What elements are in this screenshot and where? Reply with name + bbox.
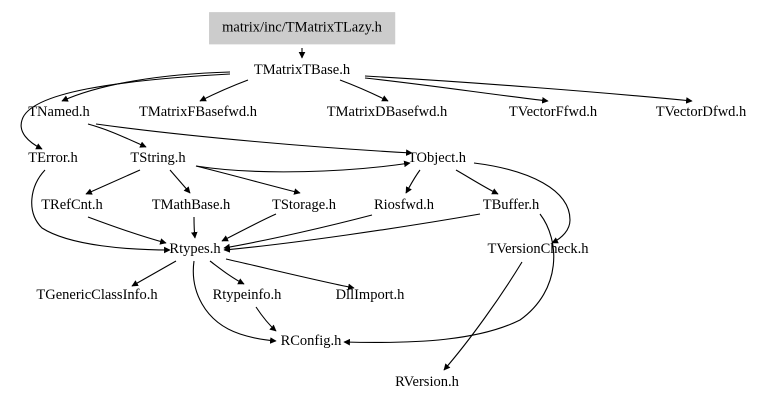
graph-edge-TVersionCheck-to-RVersion [443, 261, 523, 371]
graph-edge-TMatrixTBase-to-TVectorFfwd [364, 77, 549, 104]
graph-edge-TBuffer-to-RConfig [343, 213, 555, 346]
graph-edge-TRefCnt-to-Rtypes [87, 216, 167, 245]
graph-edge-Rtypes-to-Rtypeinfo [209, 260, 245, 285]
graph-edge-TString-to-TMathBase [169, 169, 191, 194]
graph-edge-TMathBase-to-Rtypes [190, 216, 198, 239]
graph-edge-Rtypes-to-RConfig [192, 260, 277, 344]
graph-node-DllImport[interactable]: DllImport.h [335, 286, 405, 303]
graph-node-TString[interactable]: TString.h [130, 149, 186, 166]
graph-node-TMatrixTLazy[interactable]: matrix/inc/TMatrixTLazy.h [209, 12, 395, 44]
graph-node-Riosfwd[interactable]: Riosfwd.h [373, 196, 435, 213]
graph-edge-TBuffer-to-Rtypes [223, 213, 481, 253]
graph-node-TBuffer[interactable]: TBuffer.h [482, 196, 540, 213]
edge-layer [20, 48, 693, 371]
graph-node-TMatrixDBasefwd[interactable]: TMatrixDBasefwd.h [326, 103, 448, 120]
graph-node-TVersionCheck[interactable]: TVersionCheck.h [487, 240, 589, 257]
graph-edge-TMatrixTBase-to-TVectorDfwd [364, 75, 693, 104]
graph-edge-TString-to-TStorage [195, 165, 301, 195]
graph-edge-TError-to-Rtypes [31, 169, 171, 254]
graph-edge-TMatrixTBase-to-TMatrixDBasefwd [339, 79, 389, 102]
graph-node-Rtypeinfo[interactable]: Rtypeinfo.h [212, 286, 282, 303]
graph-edge-TObject-to-TBuffer [455, 169, 499, 195]
graph-edge-TStorage-to-Rtypes [221, 213, 277, 242]
graph-node-TMathBase[interactable]: TMathBase.h [151, 196, 231, 213]
graph-node-TRefCnt[interactable]: TRefCnt.h [41, 196, 103, 213]
graph-node-TError[interactable]: TError.h [28, 149, 78, 166]
graph-node-Rtypes[interactable]: Rtypes.h [169, 240, 221, 257]
graph-node-TMatrixTBase[interactable]: TMatrixTBase.h [253, 61, 351, 78]
graph-node-RVersion[interactable]: RVersion.h [395, 373, 459, 390]
graph-node-TMatrixFBasefwd[interactable]: TMatrixFBasefwd.h [139, 103, 257, 120]
graph-edge-TNamed-to-TObject [95, 123, 413, 156]
graph-edge-TMatrixTBase-to-TError [20, 73, 231, 150]
graph-edge-TNamed-to-TString [87, 123, 147, 148]
graph-edge-TObject-to-Riosfwd [405, 169, 421, 194]
graph-edge-TString-to-TObject [195, 160, 411, 173]
graph-edge-TMatrixTBase-to-TMatrixFBasefwd [199, 79, 249, 102]
graph-node-TNamed[interactable]: TNamed.h [28, 103, 90, 120]
graph-edge-Rtypes-to-TGenericClassInfo [131, 260, 177, 287]
graph-node-TObject[interactable]: TObject.h [407, 149, 467, 166]
graph-node-TVectorFfwd[interactable]: TVectorFfwd.h [508, 103, 598, 120]
graph-edge-Rtypes-to-DllImport [225, 258, 355, 291]
graph-node-TVectorDfwd[interactable]: TVectorDfwd.h [655, 103, 747, 120]
graph-node-TGenericClassInfo[interactable]: TGenericClassInfo.h [36, 286, 158, 303]
graph-edge-Riosfwd-to-Rtypes [223, 214, 373, 251]
graph-node-TStorage[interactable]: TStorage.h [271, 196, 337, 213]
graph-edge-TObject-to-TVersionCheck [473, 162, 571, 244]
graph-edge-TMatrixTBase-to-TNamed [61, 71, 231, 102]
graph-edge-TString-to-TRefCnt [85, 169, 141, 195]
graph-edge-Rtypeinfo-to-RConfig [255, 306, 277, 332]
graph-node-RConfig[interactable]: RConfig.h [280, 332, 342, 349]
